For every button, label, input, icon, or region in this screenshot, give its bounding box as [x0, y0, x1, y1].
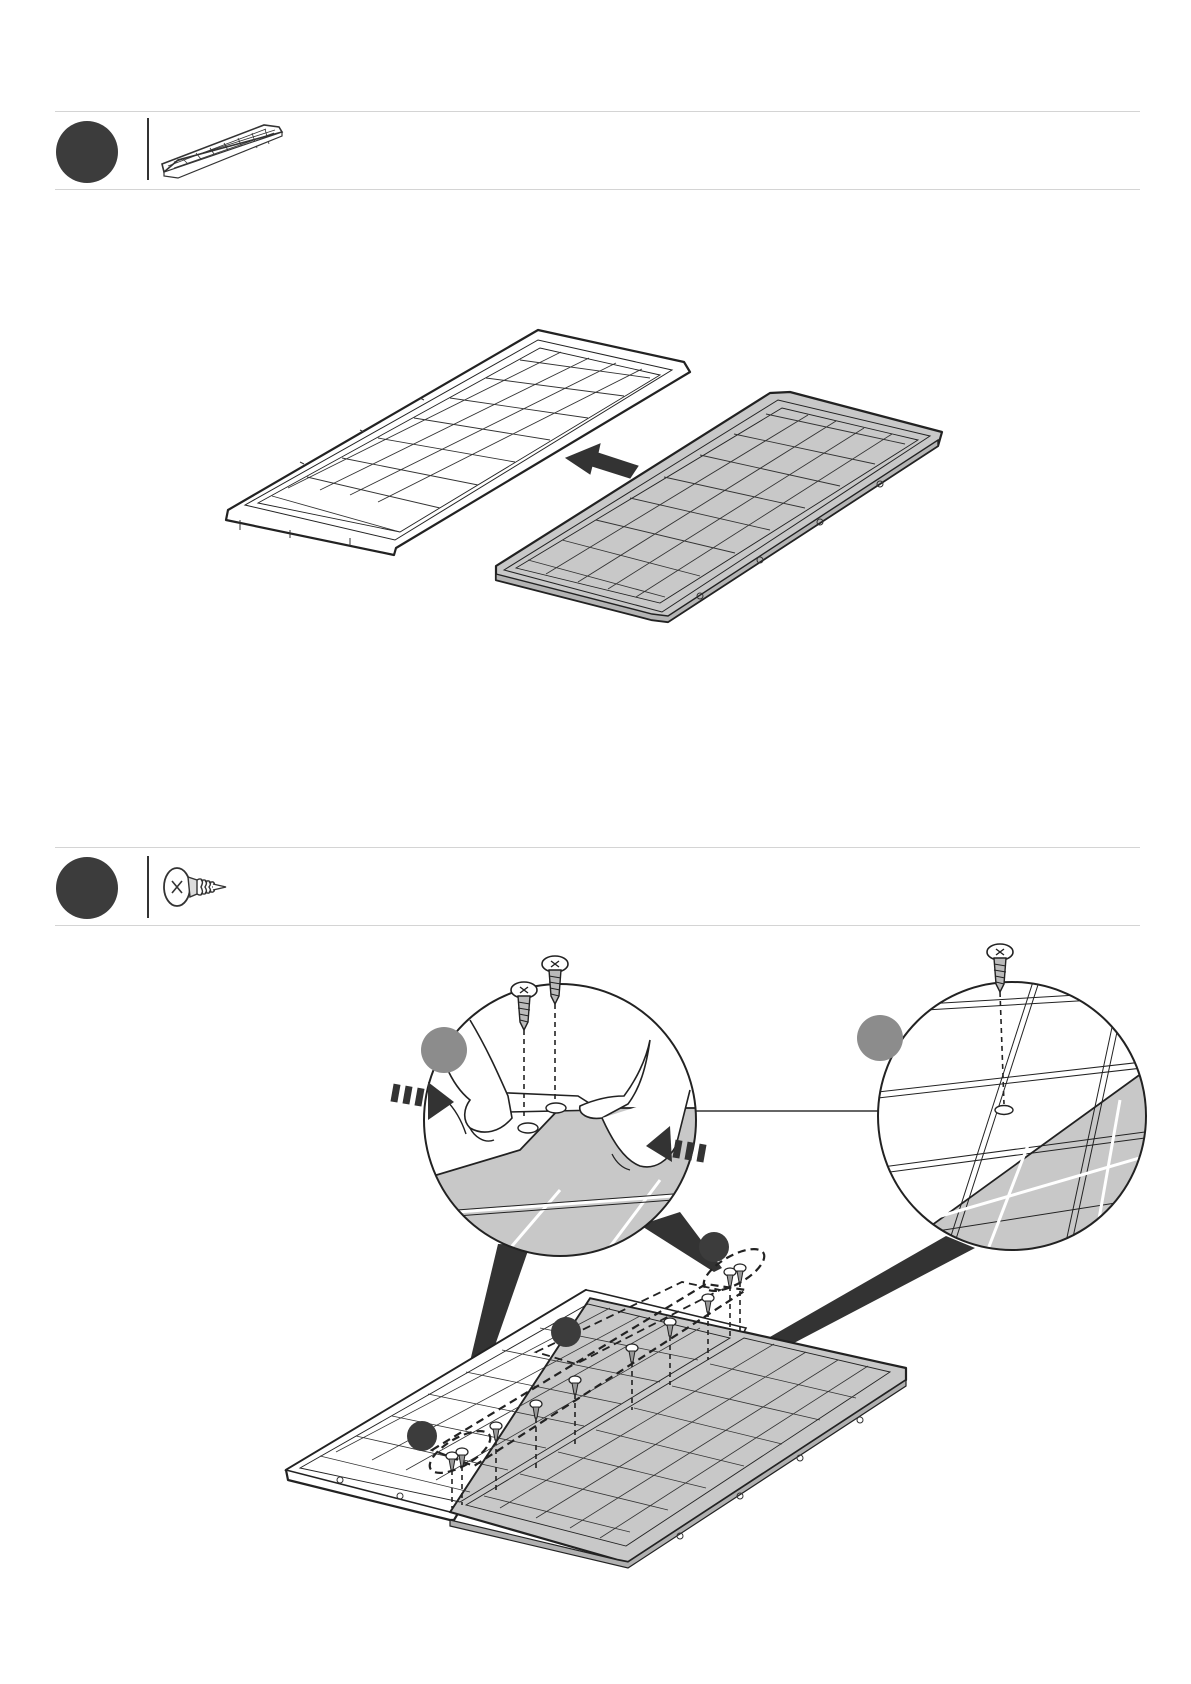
step-2-illustration — [286, 944, 1160, 1568]
detail-marker-left — [421, 1027, 467, 1073]
marker-dot-2 — [551, 1317, 581, 1347]
detail-marker-right — [857, 1015, 903, 1061]
step-1-illustration — [226, 330, 942, 622]
marker-dot-3 — [699, 1232, 729, 1262]
detail-circle-screw — [857, 944, 1160, 1270]
marker-dot-1 — [407, 1421, 437, 1451]
detail-circle-hands — [390, 956, 706, 1260]
push-arrow — [566, 444, 638, 478]
